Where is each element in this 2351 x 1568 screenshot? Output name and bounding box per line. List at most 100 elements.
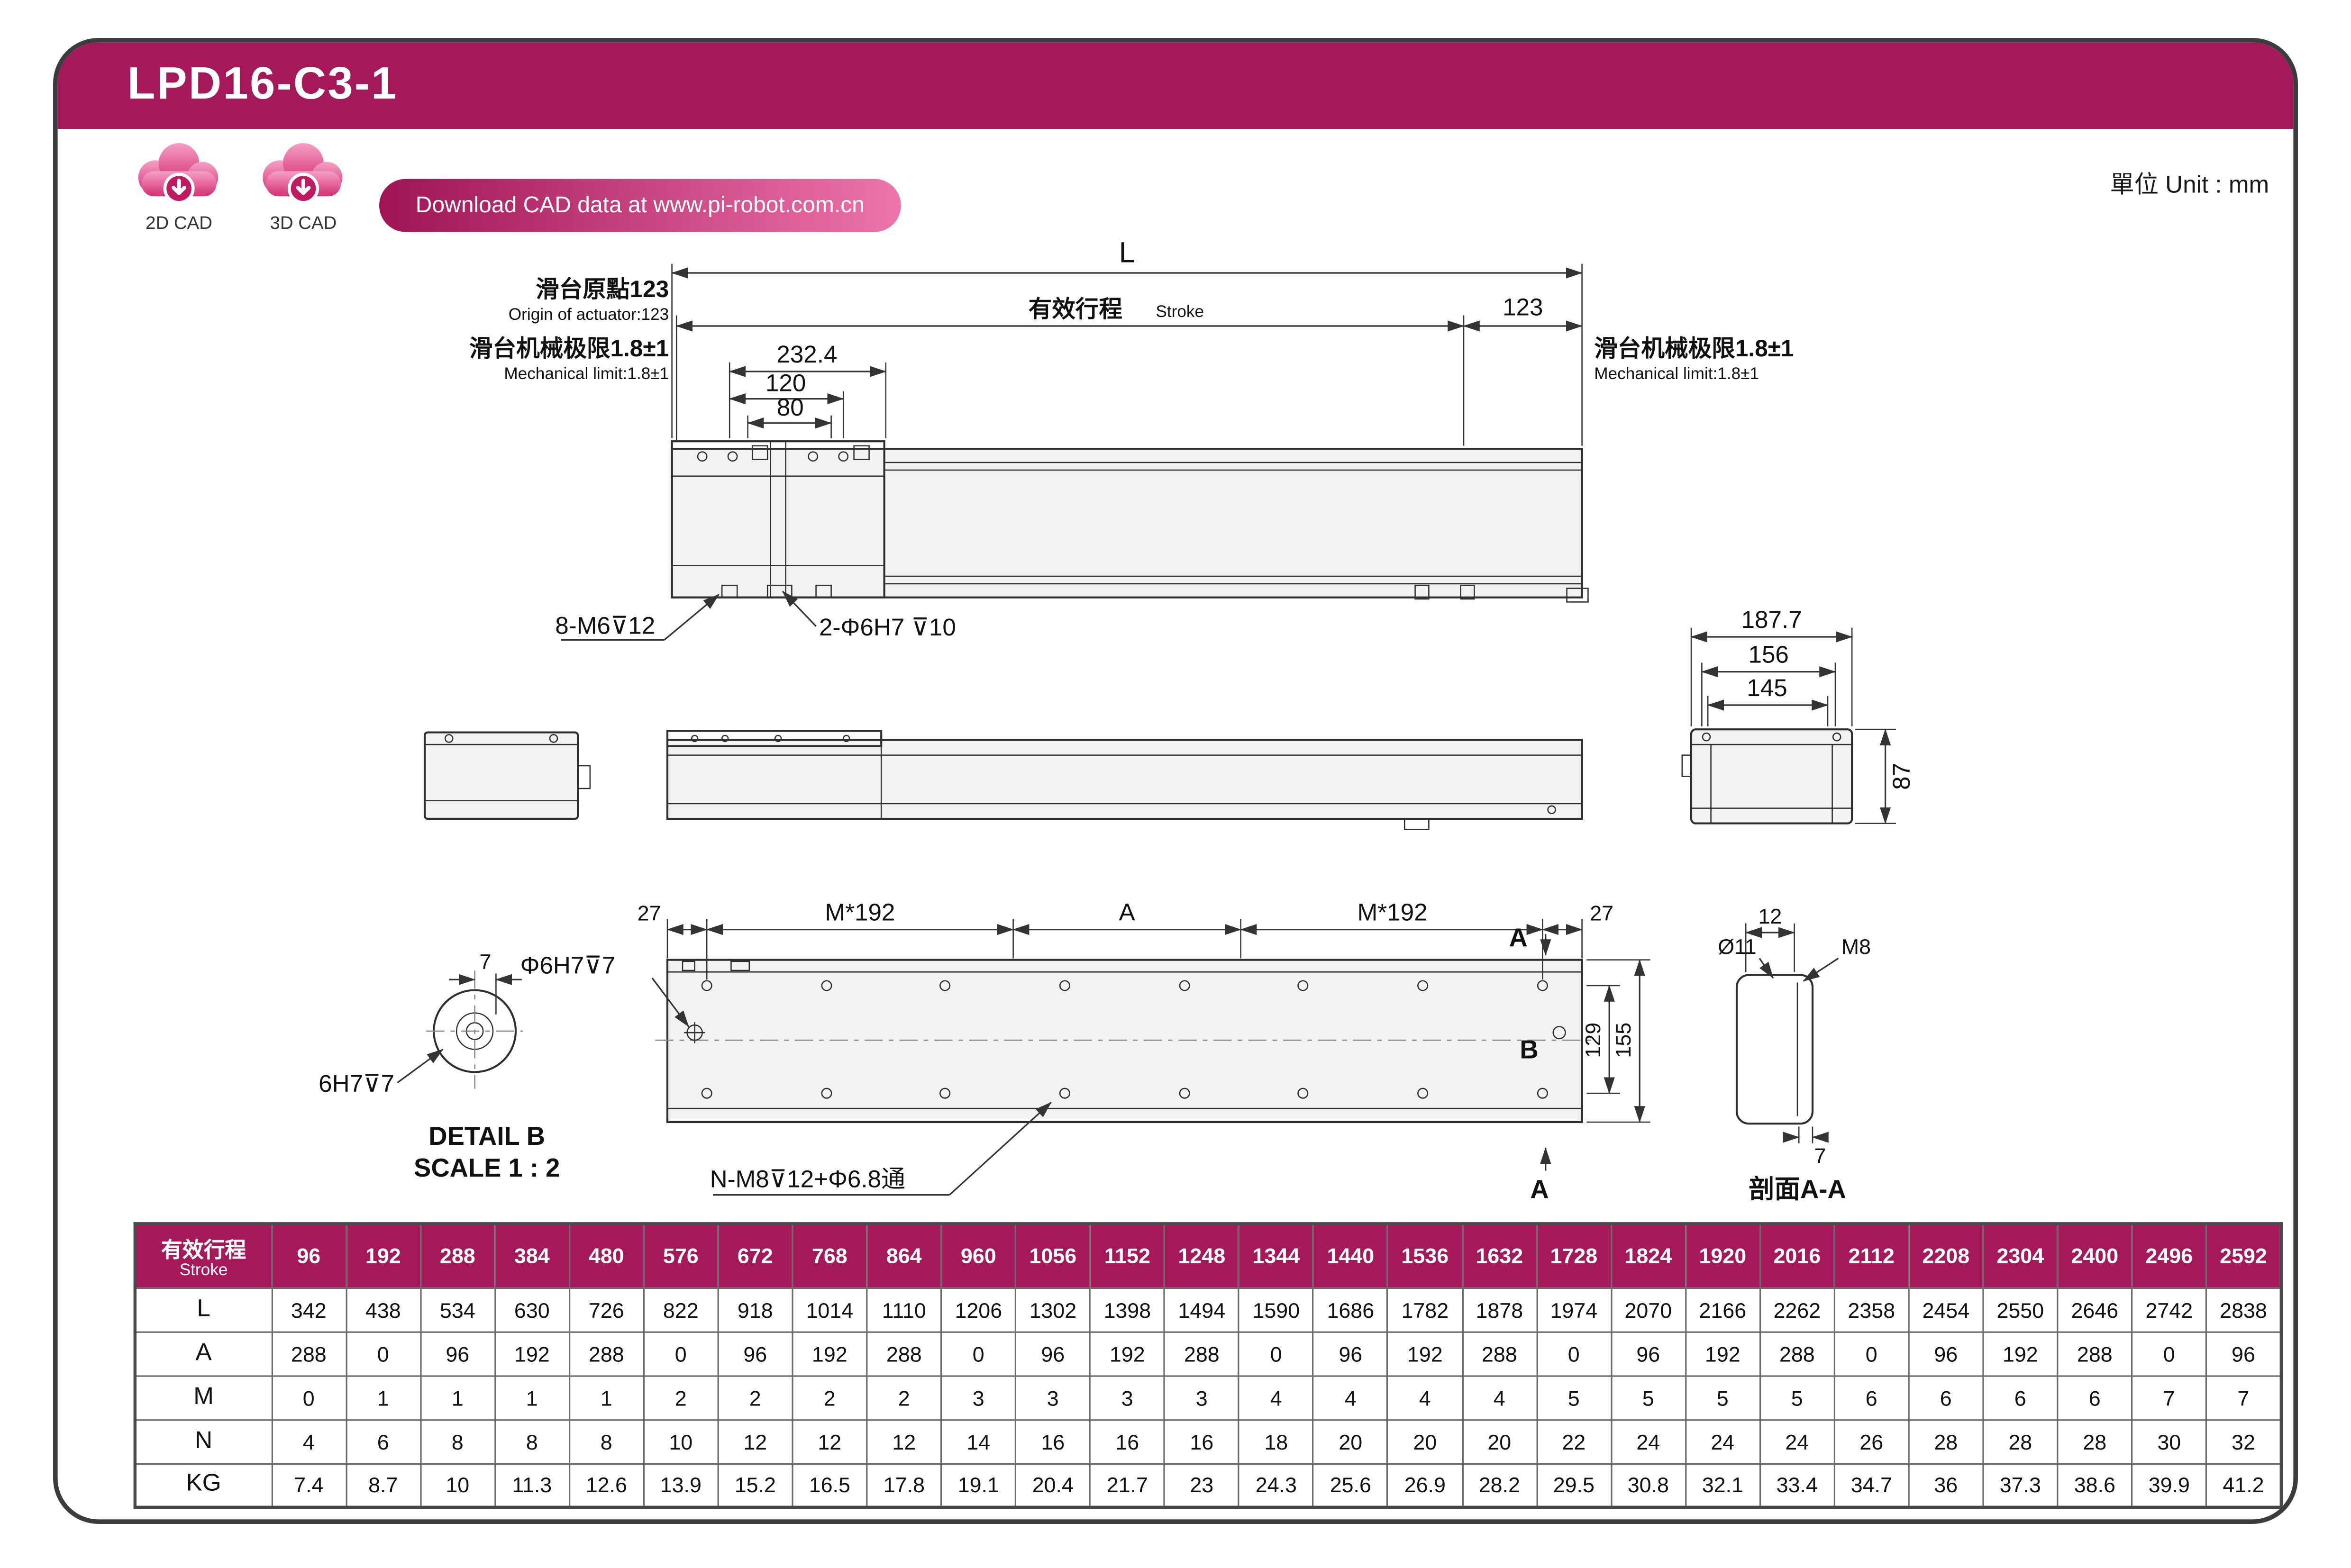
cad-3d-label: 3D CAD — [270, 212, 337, 234]
table-cell: 28 — [1908, 1418, 1984, 1464]
table-cell: 5 — [1685, 1374, 1761, 1420]
table-cell: 672 — [717, 1223, 793, 1288]
table-cell: 192 — [1089, 1331, 1166, 1377]
table-cell: 12.6 — [568, 1462, 645, 1508]
table-cell: 2646 — [2057, 1287, 2133, 1332]
side-view-motor-end — [423, 731, 591, 820]
table-cell: 5 — [1610, 1374, 1686, 1420]
table-cell: 768 — [792, 1223, 868, 1288]
table-cell: 6 — [345, 1418, 421, 1464]
detail-b-title: DETAIL B — [428, 1122, 545, 1151]
table-cell: 96 — [1908, 1331, 1984, 1377]
mech-limit-left-zh: 滑台机械极限1.8±1 — [469, 335, 669, 362]
table-cell: 1590 — [1238, 1287, 1314, 1332]
table-cell: 918 — [717, 1287, 793, 1332]
table-cell: 96 — [717, 1331, 793, 1377]
section-dim-11-label: Ø11 — [1718, 935, 1756, 959]
table-cell: 22 — [1536, 1418, 1612, 1464]
callout-2-6h7-label: 2-Φ6H7 ⊽10 — [819, 614, 956, 641]
side-view-long — [666, 730, 1583, 830]
table-cell: 1 — [345, 1374, 421, 1420]
table-cell: 96 — [1312, 1331, 1389, 1377]
table-cell: 0 — [2131, 1331, 2207, 1377]
table-cell: 288 — [1759, 1331, 1835, 1377]
table-cell: 13.9 — [643, 1462, 719, 1508]
mech-limit-right-en: Mechanical limit:1.8±1 — [1594, 364, 1759, 383]
table-cell: 18 — [1238, 1418, 1314, 1464]
table-cell: 39.9 — [2131, 1462, 2207, 1508]
table-cell: 24 — [1759, 1418, 1835, 1464]
download-cad-button[interactable]: Download CAD data at www.pi-robot.com.cn — [379, 179, 901, 232]
table-cell: 16 — [1164, 1418, 1240, 1464]
row-label-A: A — [134, 1331, 273, 1377]
origin-label-en: Origin of actuator:123 — [509, 305, 669, 324]
table-cell: 1440 — [1312, 1223, 1389, 1288]
table-cell: 1 — [419, 1374, 496, 1420]
table-cell: 0 — [1833, 1331, 1910, 1377]
table-cell: 2454 — [1908, 1287, 1984, 1332]
table-cell: 534 — [419, 1287, 496, 1332]
table-header-en: Stroke — [179, 1261, 228, 1279]
table-cell: 5 — [1759, 1374, 1835, 1420]
top-view-part — [671, 440, 1589, 603]
callout-8-m6-label: 8-M6⊽12 — [555, 612, 655, 639]
table-cell: 3 — [940, 1374, 1017, 1420]
cad-3d-download[interactable]: 3D CAD — [249, 139, 358, 234]
dim-232-label: 232.4 — [776, 341, 837, 368]
table-cell: 7 — [2131, 1374, 2207, 1420]
table-cell: 6 — [1982, 1374, 2059, 1420]
table-header-stroke: 有效行程 Stroke — [134, 1223, 273, 1288]
table-cell: 288 — [271, 1331, 347, 1377]
table-cell: 2070 — [1610, 1287, 1686, 1332]
table-cell: 8.7 — [345, 1462, 421, 1508]
table-cell: 576 — [643, 1223, 719, 1288]
table-cell: 14 — [940, 1418, 1017, 1464]
table-cell: 2 — [643, 1374, 719, 1420]
dim-L-label: L — [1119, 236, 1135, 269]
section-dim-7-label: 7 — [1814, 1144, 1826, 1168]
table-cell: 8 — [494, 1418, 570, 1464]
table-cell: 30 — [2131, 1418, 2207, 1464]
dim-87-label: 87 — [1888, 763, 1915, 790]
table-cell: 288 — [2057, 1331, 2133, 1377]
table-cell: 288 — [1164, 1331, 1240, 1377]
table-cell: 21.7 — [1089, 1462, 1166, 1508]
table-cell: 36 — [1908, 1462, 1984, 1508]
title-bar: LPD16-C3-1 — [57, 42, 2294, 129]
table-cell: 288 — [1461, 1331, 1538, 1377]
table-cell: 26 — [1833, 1418, 1910, 1464]
table-cell: 288 — [419, 1223, 496, 1288]
table-cell: 0 — [1238, 1331, 1314, 1377]
table-cell: 0 — [345, 1331, 421, 1377]
table-cell: 34.7 — [1833, 1462, 1910, 1508]
table-header-zh: 有效行程 — [161, 1237, 246, 1261]
dim-156-label: 156 — [1748, 641, 1788, 668]
table-cell: 4 — [1238, 1374, 1314, 1420]
table-cell: 2016 — [1759, 1223, 1835, 1288]
table-cell: 3 — [1089, 1374, 1166, 1420]
dim-155-label: 155 — [1612, 1023, 1635, 1058]
page-title: LPD16-C3-1 — [127, 59, 398, 109]
bottom-view-dimensions: 27 M*192 A M*192 27 A A Φ6H7⊽7 129 155 B… — [520, 898, 1650, 1204]
table-cell: 25.6 — [1312, 1462, 1389, 1508]
table-cell: 16 — [1089, 1418, 1166, 1464]
mech-limit-right-zh: 滑台机械极限1.8±1 — [1594, 335, 1794, 362]
side-view-dimensions: 187.7 156 145 87 — [1690, 606, 1915, 825]
table-cell: 3 — [1164, 1374, 1240, 1420]
side-view-end — [1681, 728, 1853, 825]
table-cell: 0 — [940, 1331, 1017, 1377]
table-cell: 1536 — [1387, 1223, 1463, 1288]
table-cell: 0 — [271, 1374, 347, 1420]
row-label-N: N — [134, 1418, 273, 1464]
row-label-KG: KG — [134, 1462, 273, 1508]
dim-80-label: 80 — [777, 394, 804, 421]
cad-2d-download[interactable]: 2D CAD — [124, 139, 233, 234]
table-cell: 384 — [494, 1223, 570, 1288]
table-cell: 1782 — [1387, 1287, 1463, 1332]
table-cell: 192 — [1387, 1331, 1463, 1377]
table-cell: 6 — [1833, 1374, 1910, 1420]
detail-callout-6h7-label: 6H7⊽7 — [319, 1070, 394, 1097]
table-cell: 1344 — [1238, 1223, 1314, 1288]
